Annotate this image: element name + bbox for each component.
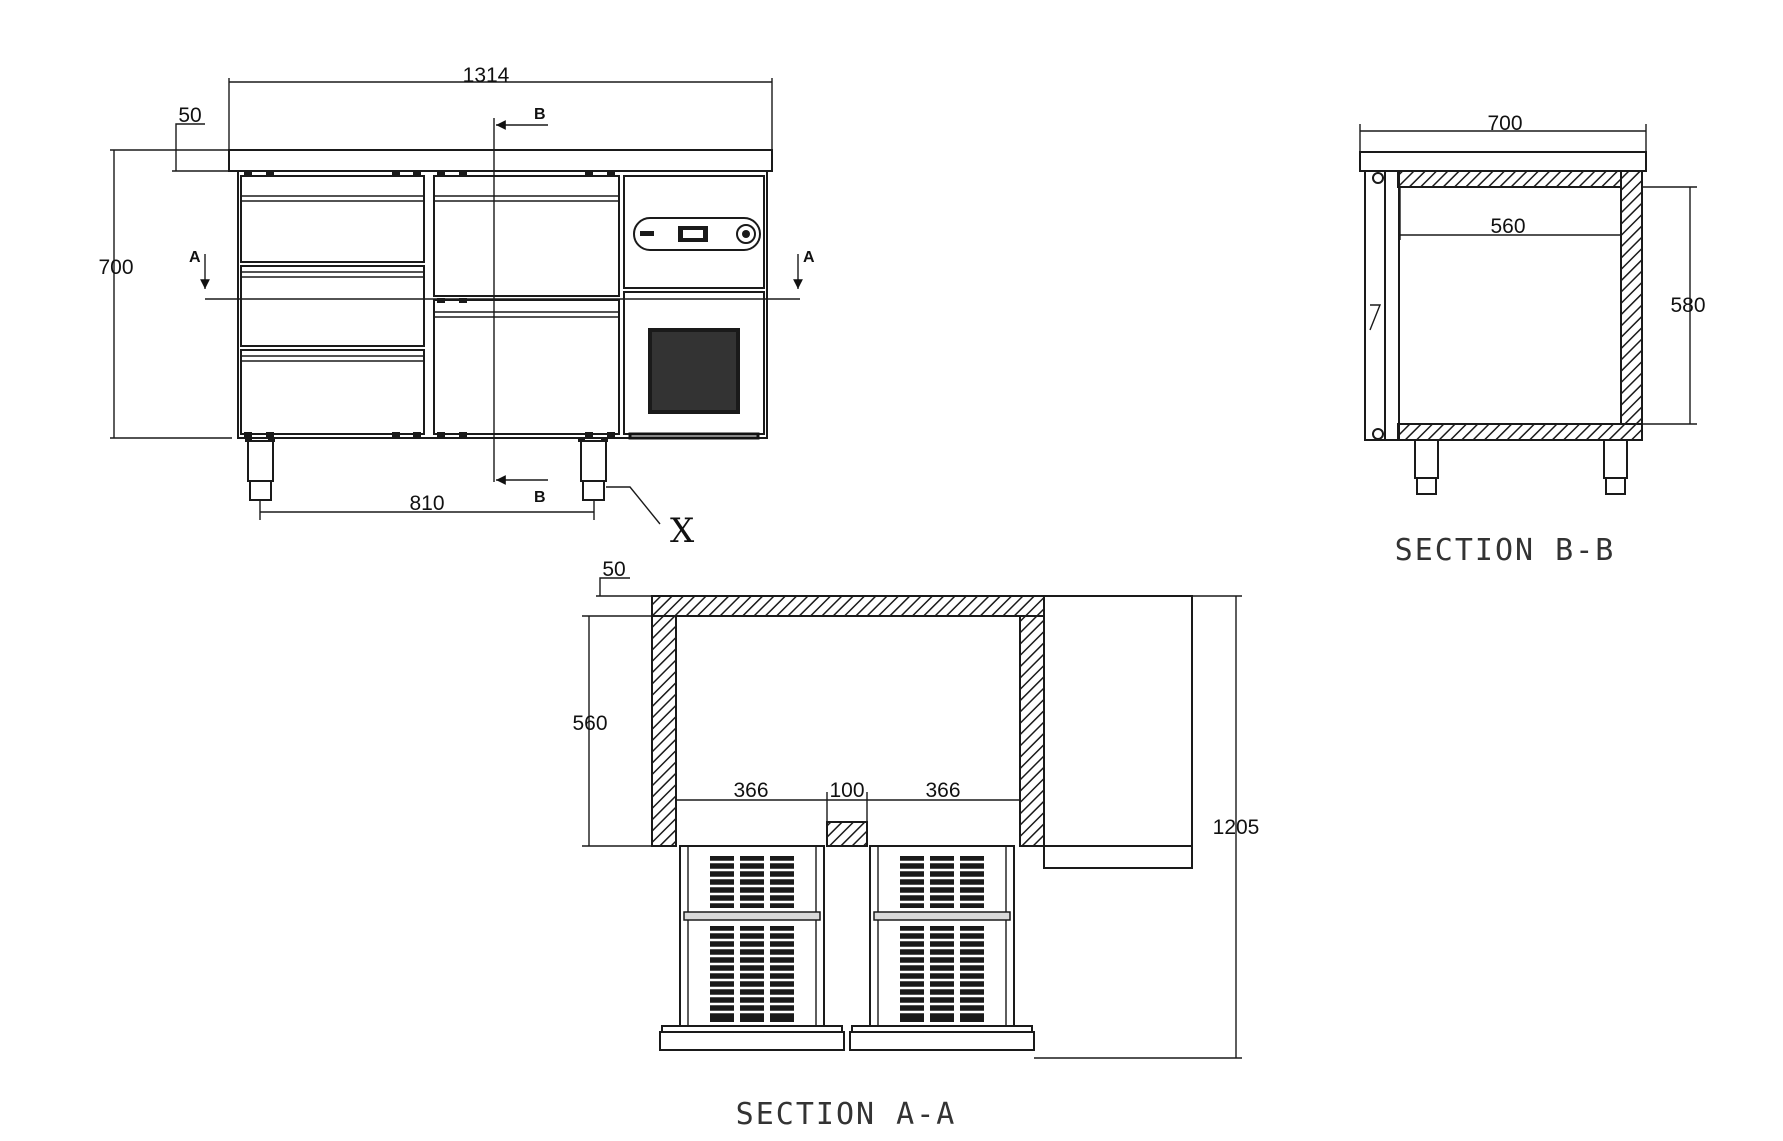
insulation-top [1397,170,1643,188]
dim-height: 700 [98,149,232,439]
detail-x-label: X [670,511,695,551]
dim-drawer-widths: 366 100 366 [676,779,1020,822]
cut-b-label-bottom: B [534,489,546,506]
brand-mark [640,231,654,236]
left-drawers [240,175,425,435]
control-panel [623,175,765,289]
cut-a-label-left: A [189,249,201,266]
insulation-back [1620,170,1643,427]
drawer-basket-right [849,845,1035,1051]
drawer-basket-left [659,845,845,1051]
compressor-compartment [1043,595,1193,869]
dim-depth: 700 [1359,112,1647,152]
dim-divider-label: 100 [829,779,864,802]
front-view: 1314 50 700 [98,64,815,551]
control-unit [623,175,765,440]
dim-worktop-label: 50 [178,104,201,127]
dim-drawer-right-label: 366 [925,779,960,802]
legs [245,438,608,501]
drawer [240,349,425,435]
insulation-top [651,595,1045,617]
dim-inner-depth: 560 [1399,187,1621,240]
dim-overall-width-label: 1314 [463,64,510,87]
middle-drawers [433,175,620,435]
section-a-a: 50 560 366 100 366 [572,558,1259,1132]
cut-line-b: B B [493,106,548,506]
section-b-title: SECTION B-B [1395,533,1616,568]
drawer [433,299,620,435]
controller-display [633,217,761,251]
dim-worktop: 50 [172,104,232,172]
cut-b-label-top: B [534,106,546,123]
dim-depth-label: 700 [1487,112,1522,135]
detail-x: X [606,486,695,551]
dim-inner-depth-label: 560 [1490,215,1525,238]
dim-inner-height-a: 560 [572,615,652,847]
drawer-screws [244,172,615,437]
section-b-b: 700 560 580 SECTION B-B [1359,112,1706,568]
drawer [240,175,425,263]
dim-worktop-a: 50 [596,558,652,597]
insulation-right [1019,615,1045,847]
cut-a-label-right: A [803,249,815,266]
dim-leg-spacing: 810 [259,492,595,520]
worktop [1359,151,1647,172]
center-divider [826,821,868,847]
dim-drawer-left-label: 366 [733,779,768,802]
cut-line-a: A A [189,249,815,300]
dim-total-height-label: 1205 [1213,816,1260,839]
dim-inner-height: 580 [1642,186,1706,425]
dim-worktop-a-label: 50 [602,558,625,581]
drawer [433,175,620,297]
dim-inner-height-a-label: 560 [572,712,607,735]
insulation-left [651,615,677,847]
drawer [240,265,425,347]
dim-inner-height-label: 580 [1670,294,1705,317]
cabinet-body [237,170,768,439]
insulation-bottom [1397,423,1643,441]
section-a-title: SECTION A-A [736,1097,957,1132]
front-frame [1384,170,1400,441]
dim-height-label: 700 [98,256,133,279]
worktop [228,149,773,172]
dim-leg-spacing-label: 810 [409,492,444,515]
dim-total-height: 1205 [1034,595,1260,1059]
dim-overall-width: 1314 [228,64,773,150]
